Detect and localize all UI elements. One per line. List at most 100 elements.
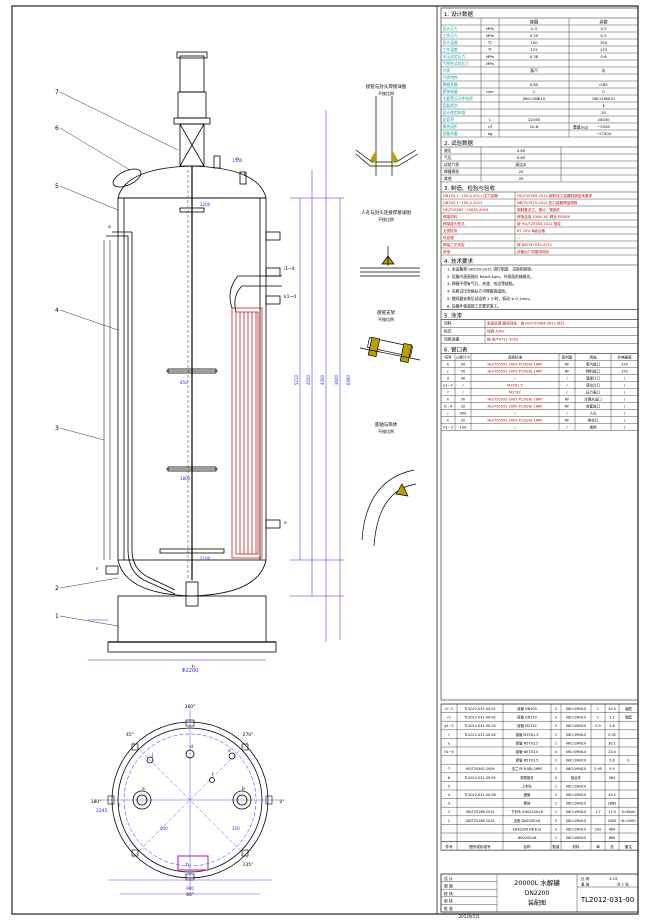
test-value: 清洁水	[515, 162, 527, 167]
design-value: 0	[602, 89, 605, 94]
part-name: 盘管	[524, 792, 531, 797]
part-unit-mass: 1	[597, 716, 599, 720]
part-no: i1~2	[445, 707, 453, 711]
design-param: 工作压力	[443, 33, 458, 38]
design-value: 0.85	[530, 82, 539, 87]
part-remark: b	[627, 759, 629, 763]
part-leaders	[59, 91, 179, 627]
nozzle-header: 连接标准	[508, 355, 523, 360]
nozzle-height: 150	[621, 363, 628, 367]
plan-angle: 180°	[91, 799, 102, 805]
part-unit-mass: 0.9	[595, 724, 600, 728]
manufacture-desc: 设备出厂前酸洗钝化	[517, 249, 550, 254]
part-qty: 1	[555, 802, 557, 806]
detail-scale: 不按比例	[378, 216, 394, 222]
nozzle-symbol: k	[447, 419, 450, 423]
design-value: 06Cr19Ni10	[592, 96, 615, 101]
nozzle-face: /	[566, 412, 568, 416]
dimension-label: 1500	[232, 158, 243, 163]
title-date: 2012年5月	[459, 913, 480, 919]
design-unit: ㎡	[488, 124, 492, 129]
part-qty: 1	[555, 733, 557, 737]
technical-note: 2. 设备内表面抛光 Ra≤0.4μm，外表面机械抛光。	[447, 274, 534, 279]
design-value: 0.6	[600, 54, 607, 59]
nozzle-purpose: 温度计口	[586, 376, 600, 381]
nozzle-standard: HG/T20592-2009 PL50(B)-16RF	[488, 363, 543, 367]
part-name: 下封头 EHA2200×8	[511, 809, 543, 814]
part-drawing: GB/T25198-2010	[466, 819, 495, 823]
title-product: 20000L 水解罐	[514, 878, 560, 887]
coating-param: 标志	[444, 329, 452, 334]
part-qty: 2	[555, 819, 557, 823]
part-remark: N=2000	[621, 819, 635, 823]
test-param: 焊缝探伤	[444, 169, 459, 174]
part-number: 1	[55, 613, 59, 620]
part-material: 06Cr19Ni10	[566, 827, 586, 831]
design-unit: ℃	[488, 40, 492, 45]
part-remark: 装配	[625, 715, 632, 720]
design-value: 0.3	[600, 26, 607, 31]
test-value: 20	[519, 176, 524, 181]
nozzle-mark: c	[96, 567, 99, 572]
heating-coil	[231, 307, 263, 559]
part-name: 接管 Φ57X3.5	[516, 740, 539, 745]
manufacture-std: 其他	[443, 249, 451, 254]
nozzle-symbol: j	[447, 412, 449, 416]
design-value: 0.85	[599, 82, 608, 87]
title-spec: DN2200	[525, 890, 550, 897]
nozzle-mark: i1~4	[284, 266, 295, 272]
manufacture-desc: 按 HG/T20583-2011 规定	[517, 221, 561, 226]
part-qty: 1	[555, 793, 557, 797]
panel-frame	[440, 7, 639, 701]
section-header: 5. 涂漆	[444, 311, 462, 319]
nozzle-size: 50	[461, 363, 465, 367]
design-unit: MPa	[486, 26, 494, 31]
part-qty: 1	[555, 784, 557, 788]
design-value: 水	[602, 68, 606, 73]
manufacture-desc: RT 20% Ⅲ级合格	[517, 228, 545, 233]
test-value: 20	[519, 169, 524, 174]
parts-frame	[440, 703, 639, 851]
nozzle-purpose: 人孔	[590, 411, 598, 416]
manufacture-desc: —	[517, 236, 521, 240]
technical-note: 1. 本设备按 GB150-2011 进行制造、试验和验收。	[447, 266, 535, 271]
part-total-mass: 1.8	[609, 724, 614, 728]
title-type: 装配图	[528, 899, 546, 907]
design-value: 22165	[528, 117, 541, 122]
part-drawing: TL2012-031-00-04	[463, 733, 495, 737]
part-no: g1~2	[444, 724, 453, 728]
manufacture-std: GB150.1~150.4-2011 压力容器	[443, 193, 498, 198]
design-param: 气密性试验压力	[443, 61, 470, 66]
part-name: 接管 Φ57X3.5	[516, 749, 539, 754]
part-name: 视镜组件	[520, 775, 534, 780]
design-param: 设备净重	[443, 131, 458, 136]
part-total-mass: 5.6	[609, 759, 614, 763]
plan-manhole	[177, 855, 209, 871]
part-name: 接管 Φ57X3.5	[516, 758, 539, 763]
nozzle-height: /	[624, 391, 626, 395]
nozzle-symbol: h	[447, 398, 449, 402]
test-param: 液压	[444, 148, 452, 153]
design-param: 换热面积	[443, 124, 458, 129]
part-unit-mass: 242	[595, 827, 601, 831]
part-no: e	[448, 741, 450, 745]
part-material: 06Cr19Ni10	[566, 724, 586, 728]
part-material: 06Cr19Ni10	[566, 707, 586, 711]
part-material: 06Cr19Ni10	[566, 784, 586, 788]
manufacture-std: GB150.1~150.4-2011	[443, 201, 482, 205]
nozzle-mark: e	[284, 521, 287, 526]
nozzle-size: 50	[461, 398, 465, 402]
design-value: 132	[530, 47, 538, 52]
manufacture-std: 焊接材料	[443, 214, 458, 219]
part-material: 06Cr19Ni10	[566, 716, 586, 720]
coating-value: 铭牌 A302	[487, 329, 505, 334]
plan-mark: h	[186, 862, 189, 868]
sheet-frame	[11, 5, 639, 915]
part-qty: 2	[555, 827, 557, 831]
nozzle-purpose: 蒸汽进口	[586, 362, 600, 367]
title-role: 校 核	[444, 891, 453, 896]
part-name: 法兰 PL50(B)-16RF	[512, 766, 543, 771]
manufacture-desc: 按 NB/T47014-2011	[517, 242, 552, 247]
part-total-mass: 17.0	[608, 810, 616, 814]
part-number: 2	[55, 585, 59, 592]
